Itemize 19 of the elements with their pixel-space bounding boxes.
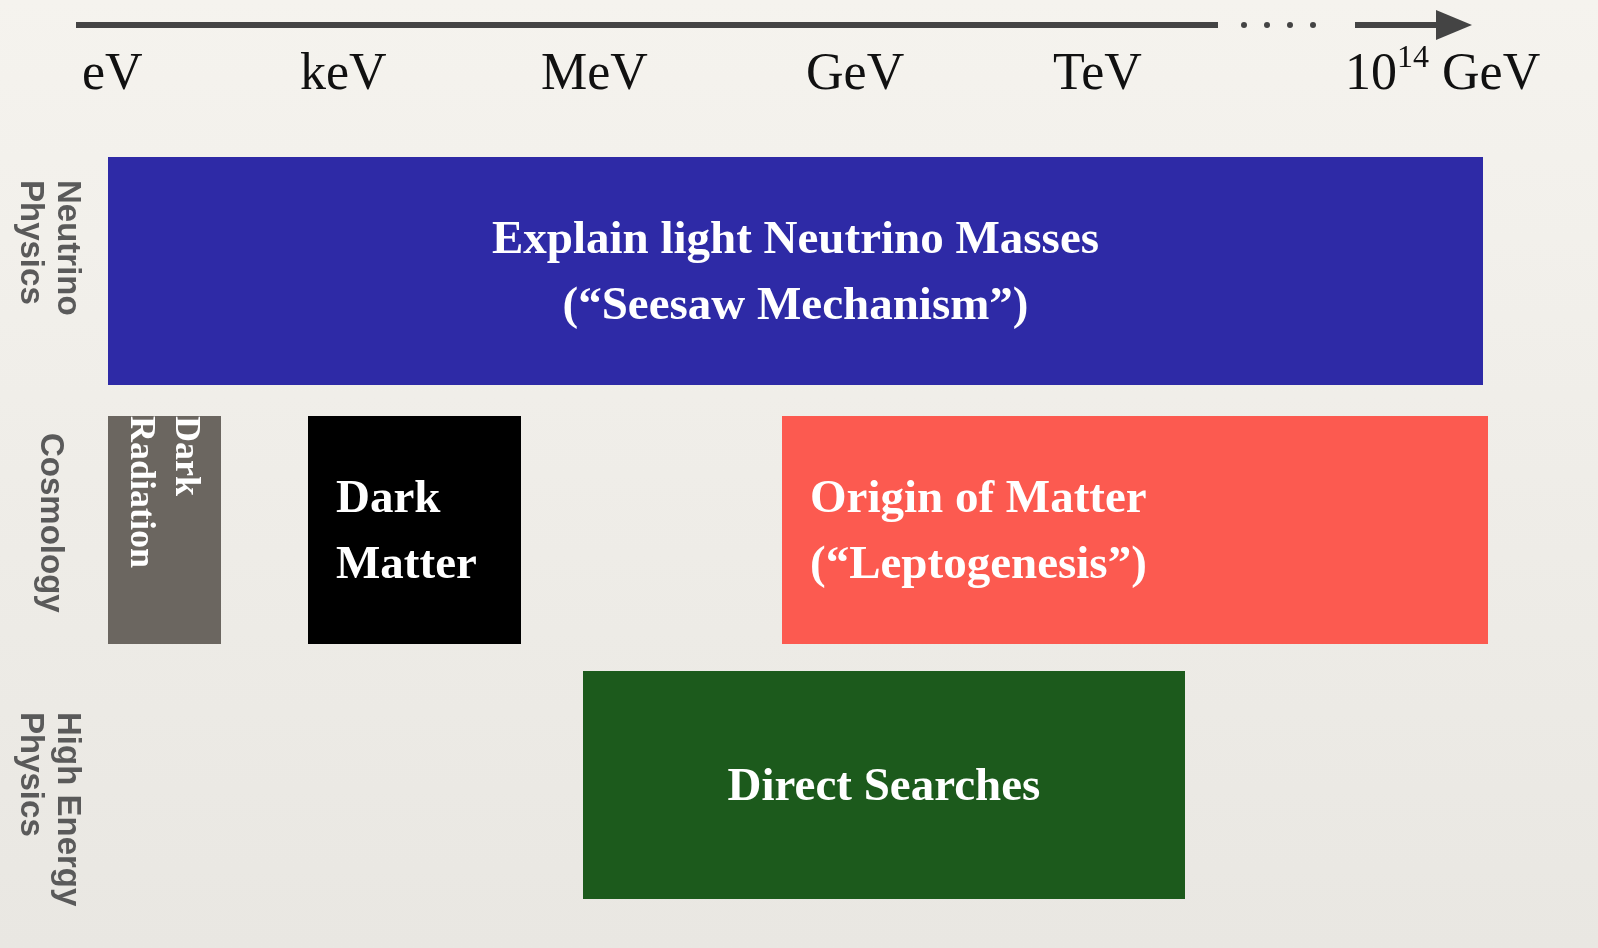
box-title: Direct Searches xyxy=(727,757,1041,813)
category-box xyxy=(108,157,1483,385)
box-title: Dark Radiation xyxy=(121,416,209,571)
axis-tick-label: GeV xyxy=(806,42,905,101)
box-title: Origin of Matter (“Leptogenesis”) xyxy=(810,469,1148,590)
axis-tick-label: keV xyxy=(300,42,387,101)
axis-tick-label: MeV xyxy=(541,42,648,101)
category-box xyxy=(108,416,221,644)
row-label: Neutrino Physics xyxy=(14,180,87,318)
box-title: Explain light Neutrino Masses (“Seesaw Mechanism”) xyxy=(490,210,1101,331)
axis-tick-label: eV xyxy=(82,42,143,101)
row-label: High Energy Physics xyxy=(14,712,87,909)
axis-tick-label: 10$^{14}$ GeV xyxy=(1345,42,1541,101)
category-box xyxy=(583,671,1185,899)
row-label: Cosmology xyxy=(34,433,71,615)
category-box xyxy=(782,416,1488,644)
box-title: Dark Matter xyxy=(336,469,478,590)
category-box xyxy=(308,416,521,644)
axis-tick-label: TeV xyxy=(1053,42,1142,101)
